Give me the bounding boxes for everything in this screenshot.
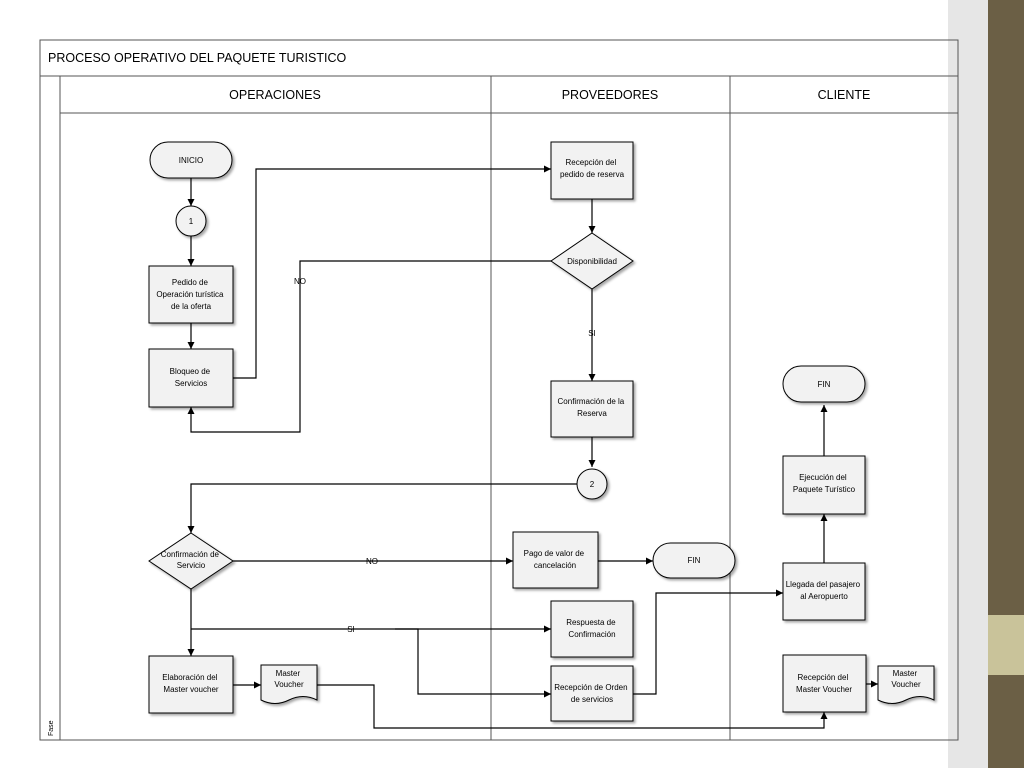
- svg-text:Bloqueo de Servicios: Bloqueo de Servicios: [170, 367, 213, 388]
- svg-text:2: 2: [590, 480, 595, 489]
- svg-text:Recepción de Orden de se: Recepción de Orden de servicios: [554, 683, 630, 704]
- node-recepcion-pedido-reserva: Recepción del pedido de reserva: [550, 141, 634, 200]
- svg-text:Recepción del Master Vou: Recepción del Master Voucher: [796, 673, 852, 694]
- svg-text:FIN: FIN: [818, 380, 831, 389]
- node-disponibilidad-decision: Disponibilidad: [550, 232, 634, 290]
- node-bloqueo-servicios: Bloqueo de Servicios: [148, 348, 234, 408]
- node-recepcion-master-voucher: Recepción del Master Voucher: [782, 654, 867, 713]
- svg-text:1: 1: [189, 217, 194, 226]
- node-recepcion-orden-servicios: Recepción de Orden de servicios: [550, 665, 634, 722]
- node-llegada-pasajero: Llegada del pasajero al Aeropuerto: [782, 562, 866, 621]
- connectors: [187, 165, 878, 729]
- node-inicio: INICIO: [149, 141, 233, 179]
- node-connector-1: 1: [175, 205, 207, 237]
- lane-header-operaciones: OPERACIONES: [229, 88, 321, 102]
- node-connector-2: 2: [576, 468, 608, 500]
- node-fin-cliente: FIN: [782, 365, 866, 403]
- edge-label-no-confirmacion: NO: [366, 557, 378, 566]
- svg-text:FIN: FIN: [688, 556, 701, 565]
- node-confirmacion-servicio-decision: Confirmación de Servicio: [148, 532, 234, 590]
- decorative-band-middle: [988, 615, 1024, 675]
- lane-header-cliente: CLIENTE: [818, 88, 871, 102]
- svg-text:Recepción del pedido de: Recepción del pedido de reserva: [560, 158, 625, 179]
- svg-text:Ejecución del Paquete Tu: Ejecución del Paquete Turístico: [793, 473, 856, 494]
- node-ejecucion-paquete: Ejecución del Paquete Turístico: [782, 455, 866, 515]
- node-master-voucher-document-2: Master Voucher: [877, 665, 935, 704]
- svg-text:Respuesta de Confirmació: Respuesta de Confirmación: [566, 618, 618, 639]
- diagram-title: PROCESO OPERATIVO DEL PAQUETE TURISTICO: [48, 51, 346, 65]
- phase-label: Fase: [48, 720, 55, 736]
- node-elaboracion-master-voucher: Elaboración del Master voucher: [148, 655, 234, 714]
- node-pedido-operacion: Pedido de Operación turística de la ofer…: [148, 265, 234, 324]
- lane-header-proveedores: PROVEEDORES: [562, 88, 659, 102]
- edge-label-no-disponibilidad: NO: [294, 277, 306, 286]
- node-confirmacion-reserva: Confirmación de la Reserva: [550, 380, 634, 438]
- node-respuesta-confirmacion: Respuesta de Confirmación: [550, 600, 634, 658]
- svg-text:Elaboración del Master v: Elaboración del Master voucher: [162, 673, 219, 694]
- node-pago-cancelacion: Pago de valor de cancelación: [512, 531, 599, 589]
- svg-text:Confirmación de Servicio: Confirmación de Servicio: [161, 550, 221, 570]
- svg-text:Master Voucher: Master Voucher: [274, 669, 304, 689]
- svg-text:Pago de valor de cancela: Pago de valor de cancelación: [524, 549, 587, 570]
- edge-label-si-confirmacion: SI: [347, 625, 355, 634]
- svg-text:Confirmación de la Rese: Confirmación de la Reserva: [558, 397, 627, 418]
- svg-text:Pedido de Operación turí: Pedido de Operación turística de la ofer…: [156, 278, 225, 311]
- svg-text:INICIO: INICIO: [179, 156, 203, 165]
- decorative-band-top: [988, 0, 1024, 615]
- node-master-voucher-document-1: Master Voucher: [260, 664, 318, 704]
- edge-label-si-disponibilidad: SI: [588, 329, 596, 338]
- slide-side-margin: [948, 0, 988, 768]
- svg-text:Llegada del pasajero al: Llegada del pasajero al Aeropuerto: [786, 580, 863, 601]
- node-fin-proveedores: FIN: [652, 542, 736, 579]
- svg-text:Disponibilidad: Disponibilidad: [567, 257, 617, 266]
- svg-text:Master Voucher: Master Voucher: [891, 669, 921, 689]
- decorative-band-bottom: [988, 675, 1024, 768]
